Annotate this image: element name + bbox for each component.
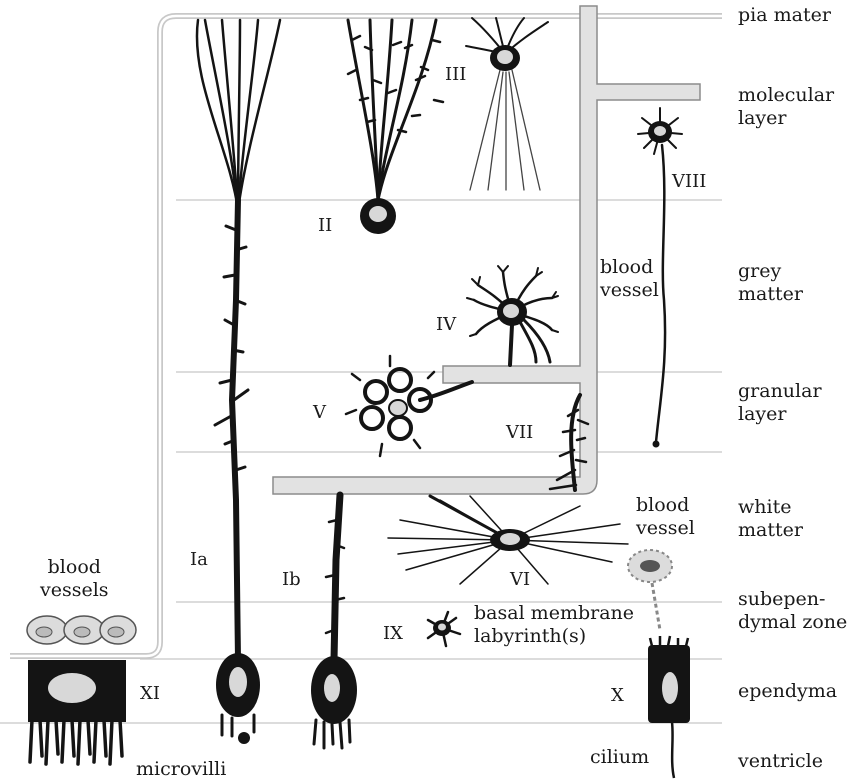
- cell-label-x: X: [611, 684, 624, 707]
- annotation-microvilli: microvilli: [136, 758, 226, 781]
- label-line: blood: [636, 494, 695, 517]
- label-line: grey: [738, 260, 803, 283]
- label-line: molecular: [738, 84, 834, 107]
- annotation-blood-vessel-upper: blood vessel: [600, 256, 659, 302]
- label-line: ventricle: [738, 750, 823, 772]
- cell-label-iii: III: [445, 63, 466, 86]
- label-line: granular: [738, 380, 822, 403]
- cell-label-ia: Ia: [190, 548, 208, 571]
- cell-ia: [197, 20, 280, 744]
- cell-x: [628, 550, 690, 778]
- blood-vessel-tube: [273, 6, 700, 494]
- annotation-cilium: cilium: [590, 746, 649, 769]
- cell-ib: [311, 495, 357, 748]
- label-line: subepen-: [738, 588, 847, 611]
- layer-label-white-matter: white matter: [738, 496, 803, 542]
- cell-label-xi: XI: [140, 682, 160, 705]
- cell-label-iv: IV: [436, 313, 456, 336]
- label-line: layer: [738, 107, 834, 130]
- cell-label-ib: Ib: [282, 568, 301, 591]
- label-line: labyrinth(s): [474, 625, 634, 648]
- cell-label-vii: VII: [506, 421, 533, 444]
- layer-label-pia-mater: pia mater: [738, 4, 831, 27]
- annotation-blood-vessel-lower: blood vessel: [636, 494, 695, 540]
- cell-vi: [388, 496, 628, 584]
- layer-label-ventricle: ventricle: [738, 750, 823, 773]
- layer-label-grey-matter: grey matter: [738, 260, 803, 306]
- layer-label-subependymal: subepen- dymal zone: [738, 588, 847, 634]
- cell-label-v: V: [313, 401, 326, 424]
- cell-ii: [348, 20, 443, 234]
- label-line: basal membrane: [474, 602, 634, 625]
- label-line: pia mater: [738, 4, 831, 26]
- blood-vessels-xi-nuclei: [36, 627, 124, 637]
- label-line: blood: [40, 556, 109, 579]
- annotation-basal-membrane: basal membrane labyrinth(s): [474, 602, 634, 648]
- label-line: vessels: [40, 579, 109, 602]
- cell-xi: [27, 616, 136, 764]
- layer-label-molecular: molecular layer: [738, 84, 834, 130]
- cell-label-ii: II: [318, 214, 332, 237]
- annotation-blood-vessels: blood vessels: [40, 556, 109, 602]
- cell-label-viii: VIII: [672, 170, 706, 193]
- label-line: vessel: [600, 279, 659, 302]
- label-line: layer: [738, 403, 822, 426]
- label-line: ependyma: [738, 680, 837, 702]
- cell-label-vi: VI: [510, 568, 530, 591]
- cell-iii: [466, 18, 548, 190]
- label-line: dymal zone: [738, 611, 847, 634]
- label-line: vessel: [636, 517, 695, 540]
- label-line: matter: [738, 519, 803, 542]
- label-line: white: [738, 496, 803, 519]
- cell-iv: [467, 266, 558, 365]
- layer-label-granular: granular layer: [738, 380, 822, 426]
- cell-label-ix: IX: [383, 622, 403, 645]
- cell-ix: [428, 612, 460, 646]
- label-line: blood: [600, 256, 659, 279]
- microvilli: [30, 720, 122, 764]
- label-line: matter: [738, 283, 803, 306]
- layer-label-ependyma: ependyma: [738, 680, 837, 703]
